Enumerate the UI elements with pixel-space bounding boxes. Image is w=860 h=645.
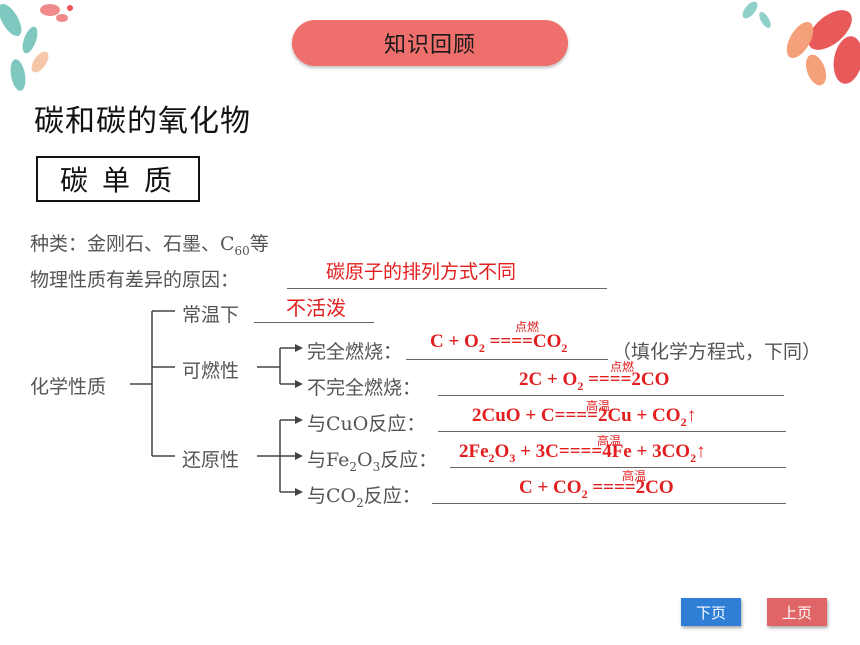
- topic-box: 碳单质: [36, 156, 200, 202]
- normal-answer: 不活泼: [286, 296, 346, 320]
- eq-arrow: ====: [558, 441, 603, 462]
- eq-sub: 2: [488, 450, 495, 465]
- eq-sub: 3: [509, 450, 516, 465]
- eq-part: C + O: [430, 331, 479, 352]
- eq-part: O: [494, 441, 510, 462]
- label-sub: 2: [356, 495, 364, 510]
- eq-sub: 2: [690, 450, 697, 465]
- flammable-label: 可燃性: [182, 360, 240, 382]
- floral-decoration-left: [0, 3, 73, 91]
- eq-sub: 2: [581, 486, 588, 501]
- eq-part: C + CO: [519, 477, 582, 498]
- eq-sub: 2: [561, 340, 568, 355]
- complete-underline: [406, 359, 608, 360]
- prev-page-label: 上页: [781, 603, 812, 622]
- eq-part: 2CO: [631, 369, 670, 390]
- complete-condition: 点燃: [515, 320, 540, 334]
- eq-part: 4Fe + 3CO: [602, 441, 691, 462]
- eq-sub: 2: [577, 378, 584, 393]
- eq-arrow: ====: [554, 405, 598, 426]
- cuo-equation: 2CuO + C====2Cu + CO2↑: [472, 405, 696, 430]
- normal-label: 常温下: [182, 304, 240, 326]
- page-title: 碳和碳的氧化物: [34, 104, 251, 139]
- eq-arrow: ====: [489, 331, 533, 352]
- eq-arrow: ====: [588, 369, 632, 390]
- incomplete-label: 不完全燃烧：: [307, 377, 422, 399]
- co2-equation: C + CO2 ====2CO: [519, 477, 674, 502]
- label-sub: 2: [349, 459, 358, 474]
- eq-sub: 2: [478, 340, 485, 355]
- normal-underline: [254, 322, 374, 323]
- kinds-prefix: 种类：金刚石、石墨、C: [30, 233, 235, 255]
- next-page-button[interactable]: 下页: [681, 598, 741, 626]
- kinds-sub: 60: [234, 243, 250, 258]
- eq-part: 2CO: [635, 477, 674, 498]
- eq-part: + 3C: [515, 441, 559, 462]
- floral-decoration-right: [742, 1, 860, 86]
- kinds-suffix: 等: [249, 233, 269, 255]
- eq-sub: 2: [680, 414, 687, 429]
- eq-part: 2Cu + CO: [597, 405, 681, 426]
- topic-box-label: 碳单质: [59, 164, 186, 197]
- cuo-underline: [438, 431, 786, 432]
- label-part: O: [357, 449, 373, 471]
- label-sub: 3: [372, 459, 381, 474]
- kinds-line: 种类：金刚石、石墨、C60等: [30, 229, 269, 258]
- chem-root-label: 化学性质: [30, 376, 107, 398]
- label-part: 与Fe: [307, 449, 350, 471]
- eq-part: 2C + O: [519, 369, 578, 390]
- cuo-condition: 高温: [586, 399, 611, 413]
- fe2o3-label: 与Fe2O3反应：: [307, 445, 437, 474]
- fe2o3-equation: 2Fe2O3 + 3C====4Fe + 3CO2↑: [459, 441, 706, 466]
- prev-page-button[interactable]: 上页: [767, 598, 827, 626]
- reducing-label: 还原性: [182, 449, 240, 471]
- complete-note: （填化学方程式，下同）: [612, 341, 822, 363]
- fe2o3-condition: 高温: [597, 434, 622, 448]
- incomplete-equation: 2C + O2 ====2CO: [519, 369, 669, 394]
- complete-label: 完全燃烧：: [307, 341, 403, 363]
- next-page-label: 下页: [695, 603, 726, 622]
- label-part: 反应：: [380, 449, 438, 471]
- physical-answer: 碳原子的排列方式不同: [326, 261, 517, 283]
- cuo-label: 与CuO反应：: [307, 413, 426, 435]
- co2-condition: 高温: [622, 469, 647, 483]
- section-header-pill: 知识回顾: [292, 20, 568, 66]
- label-part: 与CO: [307, 485, 357, 507]
- co2-underline: [432, 503, 786, 504]
- eq-part: CO: [532, 331, 562, 352]
- physical-underline: [287, 288, 607, 289]
- eq-part: ↑: [696, 441, 706, 462]
- eq-part: 2Fe: [459, 441, 489, 462]
- incomplete-underline: [438, 395, 784, 396]
- co2-label: 与CO2反应：: [307, 481, 421, 510]
- fe2o3-underline: [450, 467, 786, 468]
- complete-equation: C + O2 ====CO2: [430, 331, 567, 356]
- eq-arrow: ====: [592, 477, 636, 498]
- label-part: 反应：: [363, 485, 421, 507]
- physical-label: 物理性质有差异的原因：: [30, 269, 240, 291]
- pill-title: 知识回顾: [383, 33, 476, 58]
- eq-part: 2CuO + C: [472, 405, 555, 426]
- incomplete-condition: 点燃: [610, 360, 635, 374]
- eq-part: ↑: [686, 405, 697, 426]
